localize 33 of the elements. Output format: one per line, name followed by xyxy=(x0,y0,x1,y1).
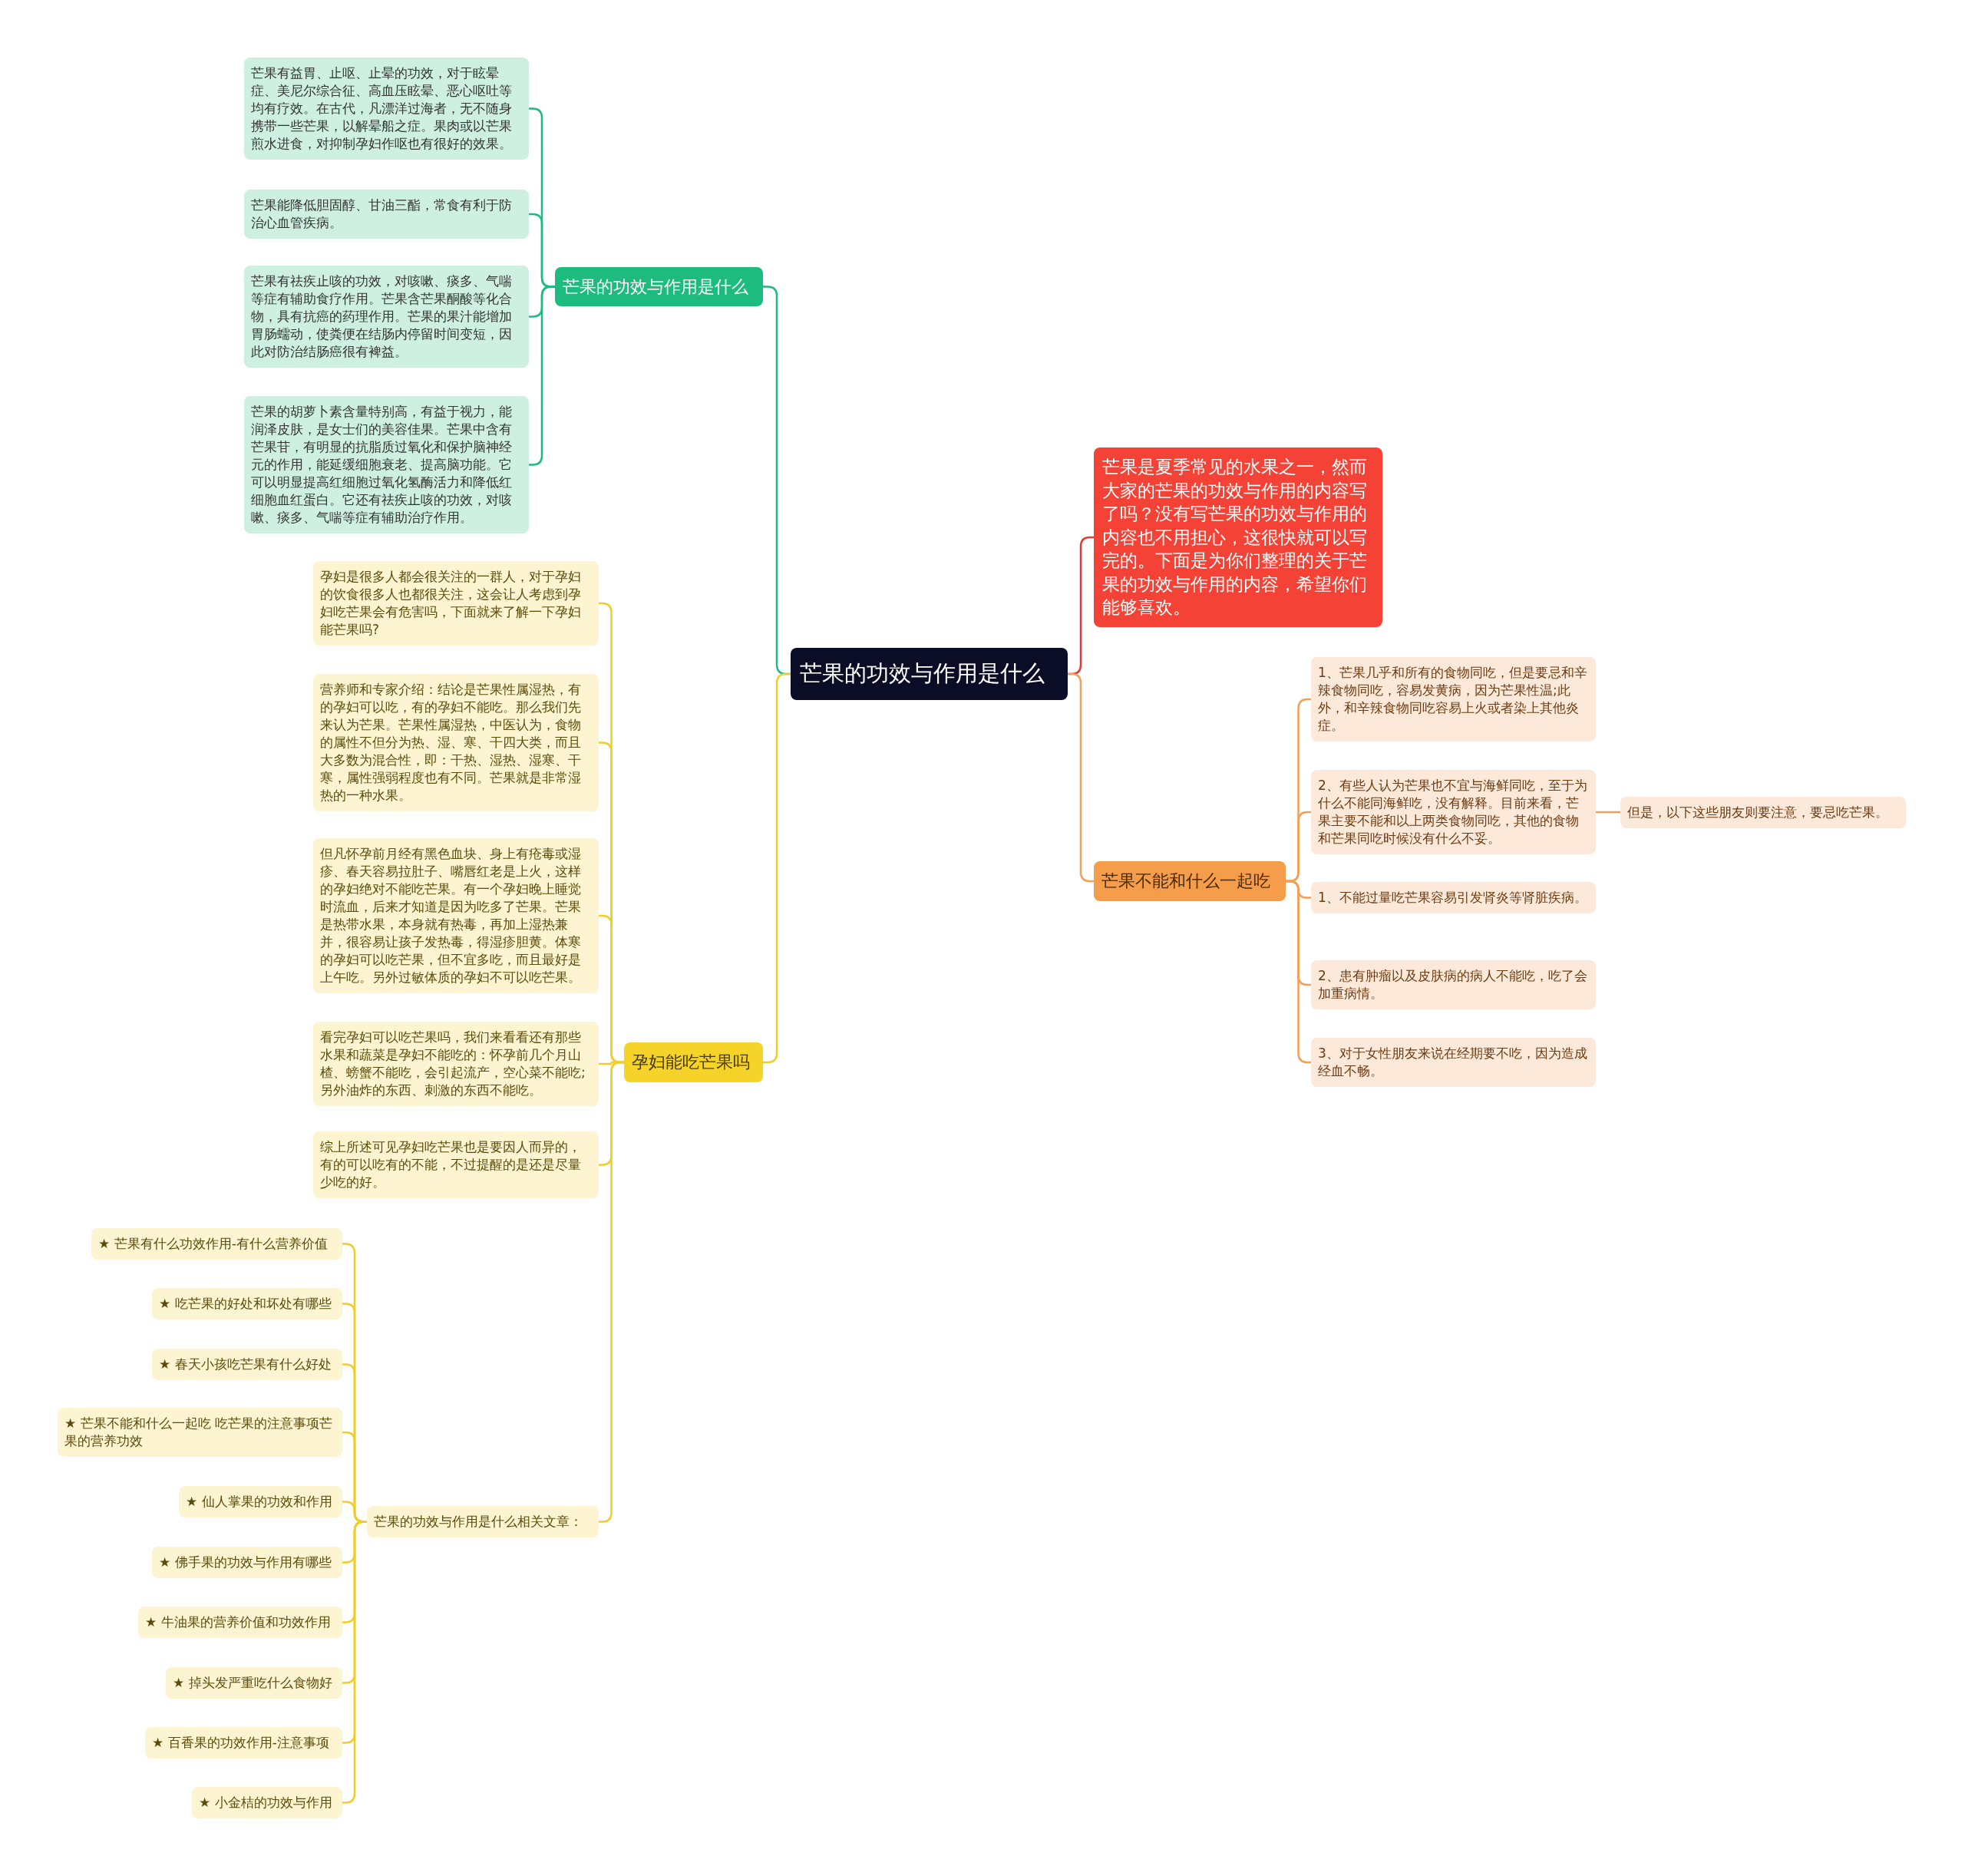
subtopic-box: 芒果的功效与作用是什么相关文章： xyxy=(367,1506,599,1537)
subtopic-box: 芒果的胡萝卜素含量特别高，有益于视力，能润泽皮肤，是女士们的美容佳果。芒果中含有芒果苷，有明显的抗脂质过氧化和保护脑神经元的作用，能延缓细胞衰老、提高脑功能。它可以明显提高红细胞过氧化氢酶活力和降低红细胞血红蛋白。它还有祛疾止咳的功效，对咳嗽、痰多、气喘等症有辅助治疗作用。 xyxy=(244,396,529,533)
subtopic-box: 2、患有肿瘤以及皮肤病的病人不能吃，吃了会加重病情。 xyxy=(1311,960,1596,1009)
branch-topic: 孕妇能吃芒果吗 xyxy=(624,1042,763,1082)
subtopic-box: ★ 芒果不能和什么一起吃 吃芒果的注意事项芒果的营养功效 xyxy=(58,1408,342,1457)
subtopic-box: 芒果有益胃、止呕、止晕的功效，对于眩晕症、美尼尔综合征、高血压眩晕、恶心呕吐等均有疗效。在古代，凡漂洋过海者，无不随身携带一些芒果，以解晕船之症。果肉或以芒果煎水进食，对抑制孕妇作呕也有很好的效果。 xyxy=(244,58,529,160)
subtopic-box: 营养师和专家介绍：结论是芒果性属湿热，有的孕妇可以吃，有的孕妇不能吃。那么我们先来认为芒果。芒果性属湿热，中医认为，食物的属性不但分为热、湿、寒、干四大类，而且大多数为混合性，即：干热、湿热、湿寒、干寒，属性强弱程度也有不同。芒果就是非常湿热的一种水果。 xyxy=(313,674,599,811)
subtopic-box: 但是，以下这些朋友则要注意，要忌吃芒果。 xyxy=(1620,797,1906,828)
subtopic-box: ★ 芒果有什么功效作用-有什么营养价值 xyxy=(91,1228,342,1260)
subtopic-box: ★ 小金桔的功效与作用 xyxy=(192,1787,342,1818)
subtopic-box: 2、有些人认为芒果也不宜与海鲜同吃，至于为什么不能同海鲜吃，没有解释。目前来看，芒果主要不能和以上两类食物同吃，其他的食物和芒果同吃时候没有什么不妥。 xyxy=(1311,770,1596,854)
subtopic-box: 3、对于女性朋友来说在经期要不吃，因为造成经血不畅。 xyxy=(1311,1038,1596,1087)
connector xyxy=(763,672,791,1064)
connector xyxy=(1596,811,1620,814)
subtopic-box: 看完孕妇可以吃芒果吗，我们来看看还有那些水果和蔬菜是孕妇不能吃的：怀孕前几个月山楂、螃蟹不能吃，会引起流产，空心菜不能吃;另外油炸的东西、刺激的东西不能吃。 xyxy=(313,1022,599,1106)
subtopic-box: ★ 佛手果的功效与作用有哪些 xyxy=(152,1547,342,1578)
branch-topic: 芒果的功效与作用是什么 xyxy=(555,267,763,306)
branch-topic: 芒果不能和什么一起吃 xyxy=(1094,861,1286,901)
subtopic-box: 但凡怀孕前月经有黑色血块、身上有疮毒或湿疹、春天容易拉肚子、嘴唇红老是上火，这样的孕妇绝对不能吃芒果。有一个孕妇晚上睡觉时流血，后来才知道是因为吃多了芒果。芒果是热带水果，本身就有热毒，再加上湿热兼并，很容易让孩子发热毒，得湿疹胆黄。体寒的孕妇可以吃芒果，但不宜多吃，而且最好是上午吃。另外过敏体质的孕妇不可以吃芒果。 xyxy=(313,838,599,993)
subtopic-box: 孕妇是很多人都会很关注的一群人，对于孕妇的饮食很多人也都很关注，这会让人考虑到孕妇吃芒果会有危害吗，下面就来了解一下孕妇能芒果吗? xyxy=(313,561,599,646)
subtopic-box: ★ 吃芒果的好处和坏处有哪些 xyxy=(152,1288,342,1319)
subtopic-box: ★ 仙人掌果的功效和作用 xyxy=(179,1486,342,1518)
intro-box: 芒果是夏季常见的水果之一，然而大家的芒果的功效与作用的内容写了吗？没有写芒果的功效与作用的内容也不用担心，这很快就可以写完的。下面是为你们整理的关于芒果的功效与作用的内容，希望你们能够喜欢。 xyxy=(1094,448,1382,627)
subtopic-box: 1、芒果几乎和所有的食物同吃，但是要忌和辛辣食物同吃，容易发黄病，因为芒果性温;此外，和辛辣食物同吃容易上火或者染上其他炎症。 xyxy=(1311,657,1596,741)
subtopic-box: 芒果能降低胆固醇、甘油三酯，常食有利于防治心血管疾病。 xyxy=(244,190,529,239)
subtopic-box: ★ 掉头发严重吃什么食物好 xyxy=(166,1667,342,1699)
subtopic-box: 1、不能过量吃芒果容易引发肾炎等肾脏疾病。 xyxy=(1311,882,1596,913)
subtopic-box: ★ 春天小孩吃芒果有什么好处 xyxy=(152,1349,342,1380)
subtopic-box: 芒果有祛疾止咳的功效，对咳嗽、痰多、气喘等症有辅助食疗作用。芒果含芒果酮酸等化合物，具有抗癌的药理作用。芒果的果汁能增加胃肠蠕动，使粪便在结肠内停留时间变短，因此对防治结肠癌很有裨益。 xyxy=(244,266,529,368)
subtopic-box: ★ 百香果的功效作用-注意事项 xyxy=(145,1727,342,1759)
central-topic: 芒果的功效与作用是什么 xyxy=(791,648,1068,700)
subtopic-box: 综上所述可见孕妇吃芒果也是要因人而异的，有的可以吃有的不能，不过提醒的是还是尽量少吃的好。 xyxy=(313,1131,599,1198)
subtopic-box: ★ 牛油果的营养价值和功效作用 xyxy=(138,1607,342,1638)
